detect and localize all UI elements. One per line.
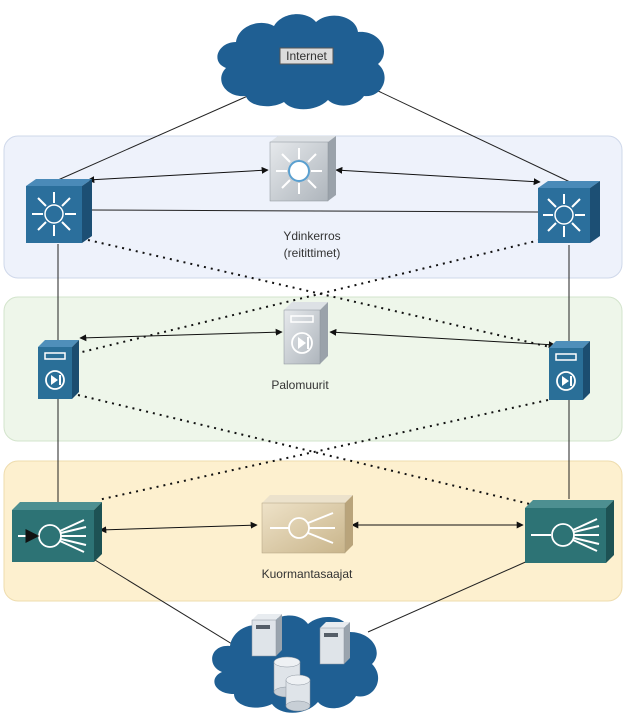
loadbalancer-right-icon — [525, 500, 614, 563]
arrow-center-core-right — [335, 166, 541, 186]
internet-cloud-icon: Internet — [217, 14, 385, 110]
loadbalancer-left-icon — [12, 502, 102, 562]
server-tower-left-icon — [251, 614, 282, 657]
firewall-layer-label: Palomuurit — [271, 378, 329, 392]
arrow-firewall-left-center — [79, 328, 283, 342]
loadbalancer-center-icon — [261, 495, 353, 554]
link-internet-core-left — [57, 94, 251, 181]
internet-label: Internet — [286, 49, 327, 63]
internet-label-box — [279, 47, 334, 65]
arrow-lb-left-center — [99, 521, 258, 534]
database-icon — [273, 656, 311, 712]
dotted-firewall-left-lb-right — [77, 394, 539, 507]
link-lb-right-servers — [367, 559, 531, 633]
server-cloud-icon — [212, 614, 379, 713]
server-tower-right-icon — [319, 622, 350, 665]
firewall-left-icon — [38, 340, 79, 399]
loadbalancer-layer-label: Kuormantasaajat — [262, 567, 353, 581]
link-internet-core-right — [375, 89, 571, 183]
firewall-center-icon — [283, 302, 328, 365]
link-core-left-core-right — [89, 209, 539, 213]
core-switch-left-icon — [26, 179, 92, 243]
arrow-center-firewall-right — [329, 328, 556, 349]
firewall-right-icon — [549, 341, 590, 400]
arrow-core-left-center — [87, 166, 269, 184]
core-layer-label-line1: Ydinkerros — [283, 229, 340, 243]
core-layer-label-line2: (reitittimet) — [284, 246, 341, 260]
link-lb-left-servers — [94, 559, 251, 656]
core-switch-right-icon — [538, 181, 600, 243]
core-center-switch-icon — [269, 136, 336, 202]
